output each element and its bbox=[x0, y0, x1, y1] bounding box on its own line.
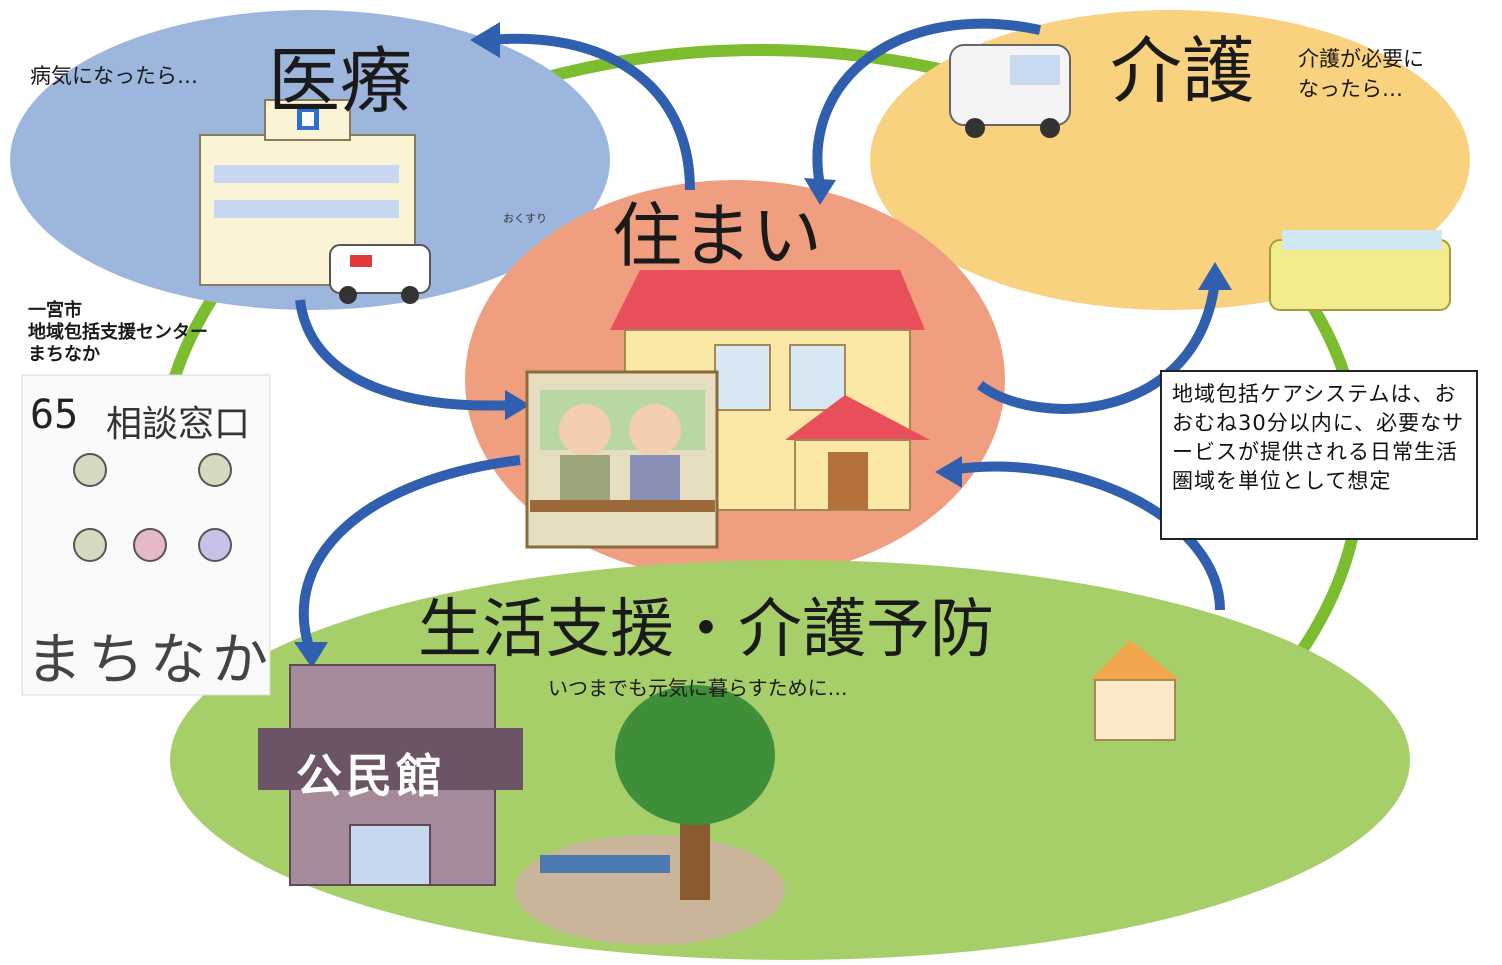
arrow-care-to-housing bbox=[812, 18, 1042, 186]
life-support-title: 生活支援・介護予防 bbox=[418, 593, 994, 667]
arrow-medical-to-housing bbox=[295, 299, 516, 411]
care-system-note: 地域包括ケアシステムは、おおむね30分以内に、必要なサービスが提供される日常生活… bbox=[1160, 370, 1478, 540]
flow-arrows bbox=[295, 18, 1225, 652]
medical-title: 医療 bbox=[268, 39, 413, 123]
arrow-life-to-housing bbox=[949, 461, 1225, 611]
center-name-line: まちなか bbox=[28, 344, 100, 365]
medicine-bag-label: おくすり bbox=[503, 212, 547, 225]
support-center-name: 一宮市 地域包括支援センター まちなか bbox=[28, 300, 328, 366]
community-hall-illustration bbox=[258, 664, 523, 886]
small-house-illustration bbox=[1090, 640, 1180, 741]
elderly-couple-bench-photo bbox=[525, 370, 719, 549]
center-name-line: 地域包括支援センター bbox=[28, 322, 208, 343]
life-support-subtitle: いつまでも元気に暮らすために… bbox=[548, 676, 848, 700]
medical-subtitle: 病気になったら… bbox=[30, 64, 198, 88]
care-subtitle: 介護が必要に なったら… bbox=[1298, 47, 1424, 101]
poster-kana: まちなか bbox=[26, 628, 274, 693]
arrow-housing-to-life bbox=[298, 455, 521, 652]
housing-title: 住まい bbox=[612, 195, 822, 277]
poster-heading: 相談窓口 bbox=[106, 404, 251, 445]
care-bath-illustration bbox=[1269, 230, 1451, 311]
arrow-housing-to-care bbox=[977, 279, 1220, 414]
poster-ranger-figures bbox=[73, 453, 232, 562]
care-van-illustration bbox=[949, 44, 1071, 138]
arrow-heads bbox=[294, 22, 1232, 668]
care-title: 介護 bbox=[1110, 29, 1255, 113]
poster-count: 65 bbox=[30, 392, 79, 438]
arrow-housing-to-medical bbox=[489, 33, 695, 191]
hospital-illustration bbox=[199, 99, 431, 304]
center-name-line: 一宮市 bbox=[28, 300, 82, 321]
community-hall-label: 公民館 bbox=[296, 749, 446, 803]
park-tree-illustration bbox=[515, 685, 785, 945]
